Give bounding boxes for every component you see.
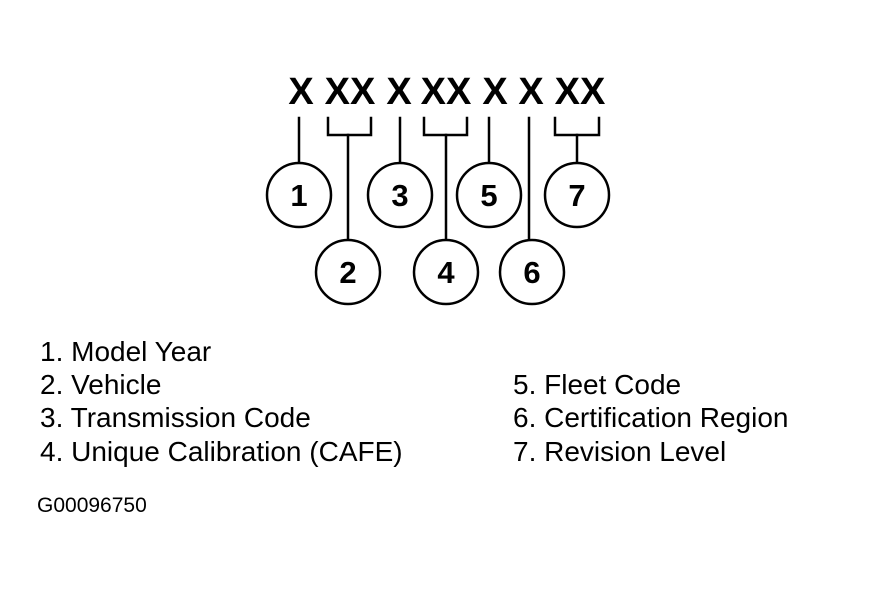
callout-circle-2: [314, 238, 382, 306]
figure-id: G00096750: [37, 494, 147, 517]
legend-item-5: 5. Fleet Code: [513, 369, 682, 400]
legend-item-1: 1. Model Year: [40, 336, 212, 367]
callout-circle-5: [455, 161, 523, 229]
code-group-5: X: [482, 71, 508, 113]
callout-circle-6: [498, 238, 566, 306]
callout-number-4: 4: [437, 255, 455, 290]
code-group-1: X: [288, 71, 314, 113]
bracket-2: [326, 116, 373, 137]
callout-number-6: 6: [523, 255, 540, 290]
code-group-4: XX: [421, 71, 472, 113]
callout-circle-7: [543, 161, 611, 229]
code-group-2: XX: [325, 71, 376, 113]
bracket-7: [553, 116, 601, 137]
callout-number-1: 1: [290, 178, 307, 213]
legend-item-4: 4. Unique Calibration (CAFE): [40, 436, 403, 467]
callout-circle-1: [265, 161, 333, 229]
code-group-6: X: [518, 71, 544, 113]
legend-item-3: 3. Transmission Code: [40, 402, 311, 433]
code-group-3: X: [386, 71, 412, 113]
legend-item-6: 6. Certification Region: [513, 402, 789, 433]
legend-item-2: 2. Vehicle: [40, 369, 162, 400]
callout-number-2: 2: [339, 255, 356, 290]
callout-circle-3: [366, 161, 434, 229]
callout-number-5: 5: [480, 178, 497, 213]
bracket-4: [422, 116, 469, 137]
legend-item-7: 7. Revision Level: [513, 436, 727, 467]
callout-number-3: 3: [391, 178, 408, 213]
callout-number-7: 7: [568, 178, 585, 213]
callout-circle-4: [412, 238, 480, 306]
code-group-7: XX: [555, 71, 606, 113]
